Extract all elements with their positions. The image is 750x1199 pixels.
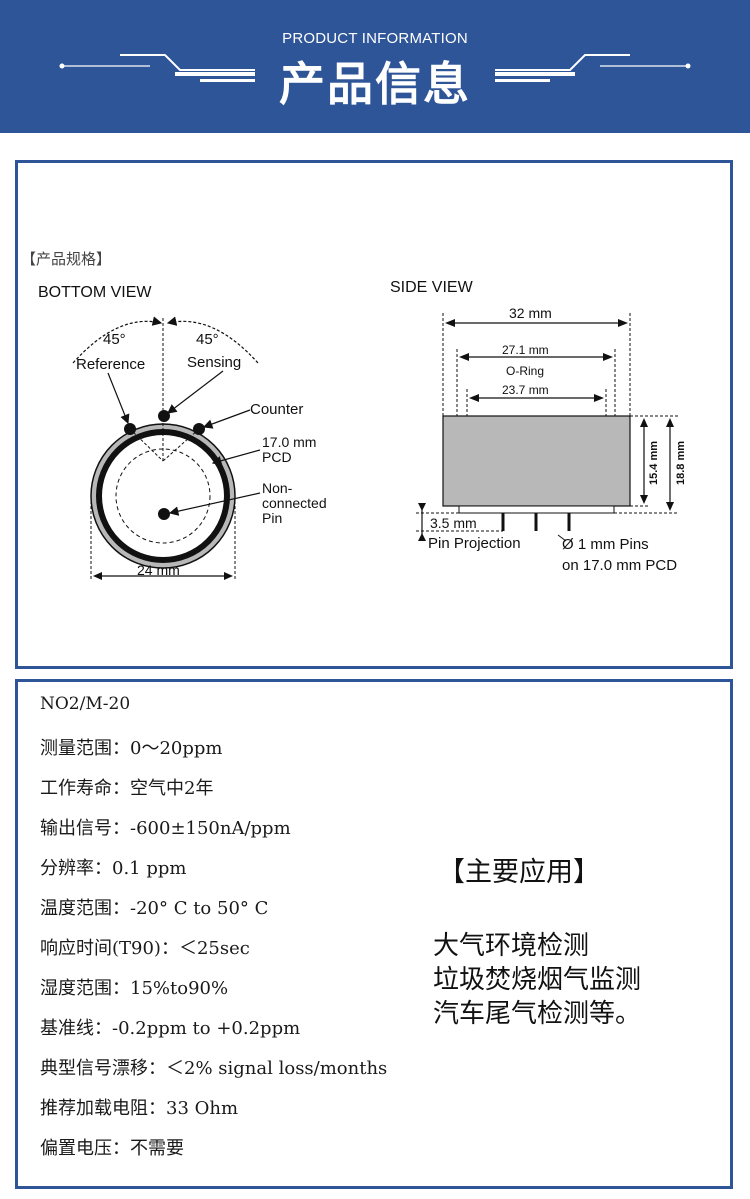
non-connected-label-1: Non- <box>262 480 293 496</box>
applications-title: 【主要应用】 <box>438 857 600 888</box>
spec-lifetime: 工作寿命：空气中2年 <box>40 778 214 799</box>
spec-drift: 典型信号漂移：＜2% signal loss/months <box>40 1058 388 1079</box>
spec-temperature-range: 温度范围：-20° C to 50° C <box>40 898 269 919</box>
bottom-view-title: BOTTOM VIEW <box>38 284 152 301</box>
application-item: 垃圾焚烧烟气监测 <box>433 965 642 995</box>
non-connected-pin <box>158 508 170 520</box>
spec-model: NO2/M-20 <box>40 694 131 714</box>
spec-humidity-range: 湿度范围：15%to90% <box>40 978 229 999</box>
spec-diagram-panel: 【产品规格】 <box>15 160 733 669</box>
non-connected-label-2: connected <box>262 495 327 511</box>
application-item: 大气环境检测 <box>433 931 590 961</box>
spec-output-signal: 输出信号：-600±150nA/ppm <box>40 818 291 839</box>
spec-response-time: 响应时间(T90)：＜25sec <box>40 938 250 959</box>
oring-outer-label: 27.1 mm <box>502 343 549 357</box>
non-connected-label-3: Pin <box>262 510 283 526</box>
banner-subtitle: PRODUCT INFORMATION <box>282 30 468 47</box>
spec-load-resistor: 推荐加载电阻：33 Ohm <box>40 1098 239 1119</box>
height-outer-label: 18.8 mm <box>675 440 687 486</box>
side-view-title: SIDE VIEW <box>390 279 473 296</box>
oring-inner-label: 23.7 mm <box>502 383 549 397</box>
spec-baseline: 基准线：-0.2ppm to +0.2ppm <box>40 1018 301 1039</box>
header-banner: PRODUCT INFORMATION 产品信息 <box>0 0 750 133</box>
spec-text-panel: NO2/M-20 测量范围：0～20ppm 工作寿命：空气中2年 输出信号：-6… <box>15 679 733 1189</box>
sensor-inner-disk <box>96 429 230 563</box>
pcd-circle <box>115 448 211 544</box>
pcd-value-label: 17.0 mm <box>262 434 317 450</box>
pin-projection-label: Pin Projection <box>428 535 521 552</box>
pcd-label: PCD <box>262 449 292 465</box>
angle-right-label: 45° <box>196 331 219 348</box>
section-tag: 【产品规格】 <box>21 250 112 268</box>
banner-title: 产品信息 <box>279 57 471 111</box>
reference-pin <box>124 423 136 435</box>
counter-pin <box>193 423 205 435</box>
sensing-label: Sensing <box>187 354 242 371</box>
angle-left-label: 45° <box>103 331 126 348</box>
spec-measure-range: 测量范围：0～20ppm <box>40 738 223 759</box>
diameter-label: 24 mm <box>137 562 180 578</box>
height-inner-label: 15.4 mm <box>648 440 660 486</box>
pins-diameter-label: Ø 1 mm Pins <box>562 536 649 553</box>
reference-label: Reference <box>76 356 146 373</box>
application-item: 汽车尾气检测等。 <box>433 999 642 1029</box>
spec-resolution: 分辨率：0.1 ppm <box>40 858 187 879</box>
sensing-pin <box>158 410 170 422</box>
sensor-side-body <box>442 415 631 507</box>
sensor-side-base <box>458 505 615 514</box>
banner-decoration <box>59 54 691 82</box>
spec-bias-voltage: 偏置电压：不需要 <box>40 1138 184 1159</box>
sensor-drawing <box>72 313 678 581</box>
counter-label: Counter <box>250 401 304 418</box>
width-label: 32 mm <box>509 305 552 321</box>
pin-projection-value: 3.5 mm <box>430 515 477 531</box>
oring-label: O-Ring <box>506 364 545 378</box>
pins-pcd-label: on 17.0 mm PCD <box>562 557 678 574</box>
